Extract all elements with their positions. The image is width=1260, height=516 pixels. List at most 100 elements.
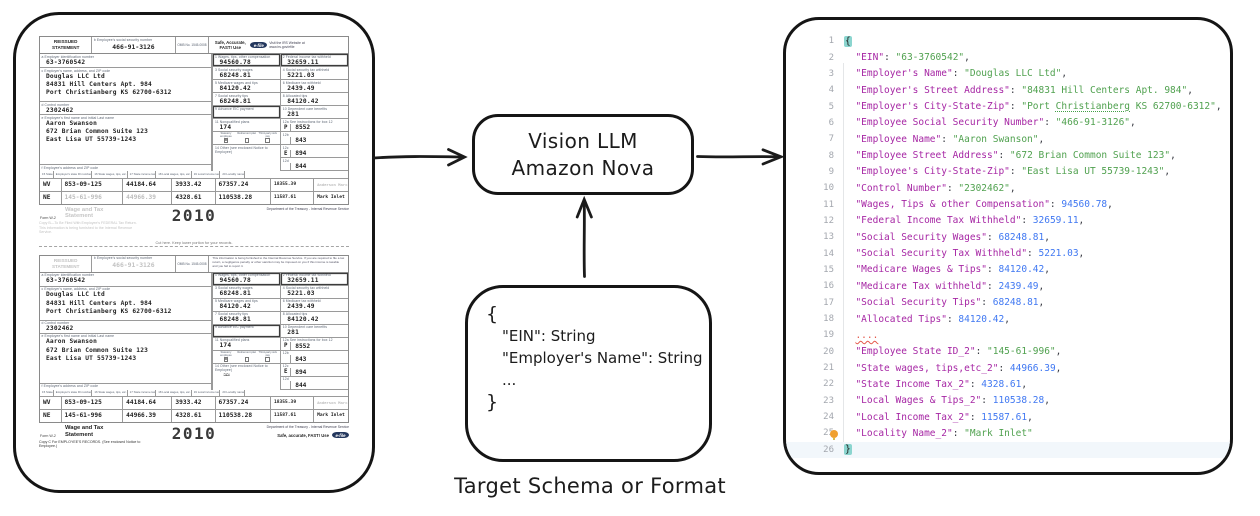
code-line: 24 "Local Income Tax_2": 11587.61, <box>786 409 1230 425</box>
w2-amount-box: 7 Social security tips 68248.81 <box>213 312 281 325</box>
employee-address-box: e Employee's first name and initial Last… <box>40 334 212 384</box>
employer-address-box: c Employer's name, address, and ZIP code… <box>40 287 212 321</box>
line-number: 14 <box>823 248 834 259</box>
efile-logo: e-file <box>250 42 268 48</box>
header-right-cell: Safe, Accurate, FAST! Use e-file Visit t… <box>209 256 348 272</box>
line-number: 23 <box>823 395 834 406</box>
code-line: 13 "Social Security Wages": 68248.81, <box>786 229 1230 245</box>
line-number: 21 <box>823 363 834 374</box>
w2-box12-code-box: 12d 844 <box>281 377 348 390</box>
code-editor-panel: 1{2 "EIN": "63-3760542",3 "Employer's Na… <box>783 17 1233 475</box>
code-line: 16 "Medicare Tax withheld": 2439.49, <box>786 278 1230 294</box>
w2-amount-box: 6 Medicare tax withheld 2439.49 <box>281 299 348 312</box>
copy-b-note: Copy B—To Be Filed With Employee's FEDER… <box>39 221 137 235</box>
w2-box12-code-box: 12b 843 <box>281 351 348 364</box>
line-number: 22 <box>823 379 834 390</box>
state-table-header: 16 State wages, tips, etc. <box>94 171 128 178</box>
handwritten-scribble: ≈≈ <box>223 372 230 380</box>
w2-document-panel: REISSUED STATEMENT b Employee's social s… <box>13 12 375 493</box>
code-line: 9 "Employee's City-State-Zip": "East Lis… <box>786 164 1230 180</box>
form-w2-label: Form W-2 <box>40 215 56 220</box>
employer-address-box: c Employer's name, address, and ZIP code… <box>40 68 212 102</box>
line-number: 9 <box>828 166 834 177</box>
w2-amount-box: 5 Medicare wages and tips 84120.42 <box>213 299 281 312</box>
employee-zip-strip: f Employee's address and ZIP code <box>41 384 99 389</box>
arrow-w2-to-llm-head <box>447 148 468 167</box>
cut-here-line: Cut here. Keep lower portion for your re… <box>39 237 349 253</box>
ssn-label: b Employee's social security number <box>93 256 153 261</box>
code-line: 6 "Employee Social Security Number": "46… <box>786 115 1230 131</box>
w2-form-copy: REISSUED STATEMENT b Employee's social s… <box>39 36 349 235</box>
state-table-header: Employer's state ID number <box>55 171 93 178</box>
w2-main-area: a Employer identification number 63-3760… <box>39 54 349 171</box>
code-line: 5 "Employer's City-State-Zip": "Port Chr… <box>786 98 1230 114</box>
w2-copies: REISSUED STATEMENT b Employee's social s… <box>16 15 372 460</box>
vision-llm-box: Vision LLM Amazon Nova <box>472 114 694 195</box>
w2-amount-box: 8 Allocated tips 84120.42 <box>281 93 348 106</box>
copy-c-note: Copy C For EMPLOYEE'S RECORDS. (See encl… <box>39 439 141 449</box>
w2-footer: Form W-2 Wage and Tax Statement Copy B—T… <box>39 423 349 452</box>
w2-amount-box: 7 Social security tips 68248.81 <box>213 93 281 106</box>
line-number: 1 <box>828 36 834 47</box>
line-number: 7 <box>828 134 834 145</box>
w2-box14-other: 14 Other (see enclosed Notice to Employe… <box>214 145 268 154</box>
irs-website-label: Visit the IRS Website at www.irs.gov/efi… <box>269 40 305 49</box>
tax-year: 2010 <box>171 424 217 444</box>
schema-code-line: ... <box>502 371 517 389</box>
arrow-w2-to-llm <box>372 155 465 160</box>
schema-code-line: { <box>486 303 499 325</box>
w2-box12-code-box: 12a See instructions for box 12 P 8552 <box>281 338 348 351</box>
code-line: 15 "Medicare Wages & Tips": 84120.42, <box>786 262 1230 278</box>
state-table-row: WV 853-09-125 44184.64 3933.42 67357.24 … <box>40 178 348 192</box>
w2-box12-code-box: 12d 844 <box>281 158 348 171</box>
ssn-label: b Employee's social security number <box>93 37 153 42</box>
code-line: 10 "Control Number": "2302462", <box>786 180 1230 196</box>
w2-amount-box: 10 Dependent care benefits 281 <box>281 106 348 119</box>
safe-accurate-label: Safe, accurate, FAST! Use <box>277 432 329 438</box>
line-number: 20 <box>823 346 834 357</box>
line-number: 2 <box>828 52 834 63</box>
state-table-header: 19 Local income tax <box>193 389 221 397</box>
checkbox-group: Third-party sick pay <box>258 351 277 362</box>
line-number: 16 <box>823 281 834 292</box>
code-line: 7 "Employee Name": "Aaron Swanson", <box>786 131 1230 147</box>
state-table-header: 20 Locality name <box>222 389 246 397</box>
control-number-box: d Control number 2302462 <box>40 321 212 334</box>
line-number: 6 <box>828 117 834 128</box>
w2-header-row: REISSUED STATEMENT b Employee's social s… <box>39 254 349 273</box>
w2-box12-code-box: 12c E 894 <box>281 364 348 377</box>
code-line: 12 "Federal Income Tax Withheld": 32659.… <box>786 213 1230 229</box>
w2-header-row: REISSUED STATEMENT b Employee's social s… <box>39 36 349 54</box>
code-line: 3 "Employer's Name": "Douglas LLC Ltd", <box>786 66 1230 82</box>
line-number: 4 <box>828 85 834 96</box>
state-table-header: 19 Local income tax <box>193 171 221 178</box>
w2-amount-box: 9 Advance EIC payment <box>213 325 281 338</box>
state-table-header: 15 State <box>42 171 54 178</box>
w2-box14-other: 14 Other (see enclosed Notice to Employe… <box>213 364 280 390</box>
w2-box13-checkboxes: Statutory employee Retirement plan <box>213 351 281 364</box>
employee-zip-strip: f Employee's address and ZIP code <box>41 165 99 170</box>
checkbox-group: Third-party sick pay <box>258 132 277 143</box>
w2-amount-box: 9 Advance EIC payment <box>213 106 281 119</box>
w2-amount-box: 1 Wages, tips, other compensation 94560.… <box>213 54 281 67</box>
code-line: 11 "Wages, Tips & other Compensation": 9… <box>786 196 1230 212</box>
state-table-header: 15 State <box>42 389 54 397</box>
line-number: 18 <box>823 314 834 325</box>
line-number: 19 <box>823 330 834 341</box>
w2-amount-box: 6 Medicare tax withheld 2439.49 <box>281 80 348 93</box>
arrow-llm-to-editor-head <box>761 148 785 166</box>
line-number: 25 <box>823 428 834 439</box>
ssn-box: b Employee's social security number 466-… <box>92 255 176 272</box>
header-right-cell: Safe, Accurate, FAST! Use e-file Visit t… <box>209 37 348 53</box>
checkbox-group: Retirement plan <box>237 351 256 362</box>
checkbox-group: Statutory employee <box>216 351 235 362</box>
code-line: 22 "State Income Tax_2": 4328.61, <box>786 376 1230 392</box>
control-number-value: 2302462 <box>46 106 74 114</box>
checkbox <box>223 357 229 362</box>
schema-code-line: } <box>486 391 499 413</box>
checkbox-group: Statutory employee <box>216 132 235 143</box>
treasury-dept-label: Department of the Treasury - Internal Re… <box>266 425 349 430</box>
indent-guide <box>843 63 844 455</box>
line-number: 26 <box>823 444 834 455</box>
